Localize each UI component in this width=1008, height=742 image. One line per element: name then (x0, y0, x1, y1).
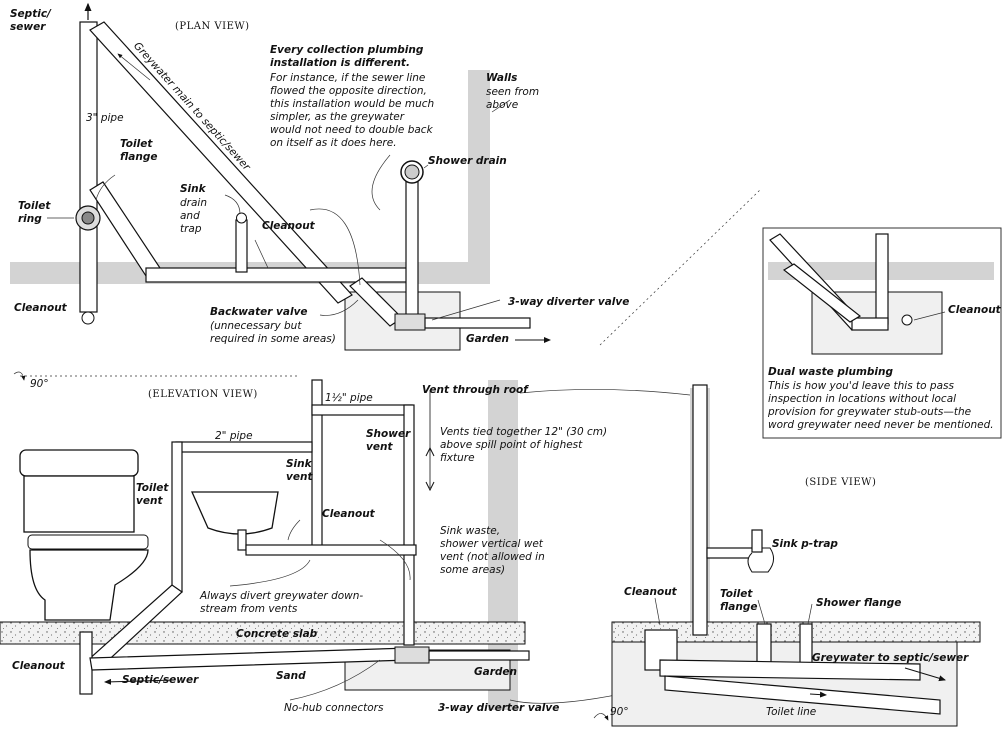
backwater-note: (unnecessary but required in some areas) (210, 320, 336, 345)
plan-cleanout-left-label: Cleanout (14, 302, 67, 314)
angle-label-left: 90° (30, 378, 49, 390)
plan-cleanout-label: Cleanout (262, 220, 315, 232)
plan-note-body: For instance, if the sewer line flowed t… (270, 72, 435, 149)
toilet-line (664, 675, 941, 715)
plan-view (10, 2, 551, 351)
always-divert-label: Always divert greywater down- stream fro… (200, 590, 364, 615)
plan-garden-outlet (424, 317, 531, 329)
plan-cleanout-cap (81, 311, 95, 325)
side-cleanout-label: Cleanout (624, 586, 677, 598)
greywater-line (659, 659, 921, 681)
side-toilet-flange-label: Toilet flange (720, 588, 758, 613)
toilet-vent-stack (171, 441, 183, 593)
elevation-cleanout-label: Cleanout (322, 508, 375, 520)
sink-vent-label: Sink vent (286, 458, 313, 483)
backwater-valve-label: Backwater valve (210, 306, 308, 318)
plan-main-pipe (79, 21, 98, 313)
elevation-sink (190, 491, 279, 535)
sink-ptrap-label: Sink p-trap (772, 538, 838, 550)
pipe-2in-label: 2" pipe (215, 430, 253, 442)
vents-tied-label: Vents tied together 12" (30 cm) above sp… (440, 426, 608, 464)
toilet-flange-label: Toilet flange (120, 138, 158, 163)
inset-title: Dual waste plumbing (768, 366, 894, 378)
angle-label-bottom: 90° (610, 706, 629, 718)
inset-riser (875, 233, 889, 325)
elevation-diverter-valve (394, 646, 430, 664)
plan-toilet-branch (89, 181, 161, 277)
side-vent-stack (692, 384, 708, 636)
plan-diverter-label: 3-way diverter valve (508, 296, 630, 308)
walls-label: Walls (486, 72, 518, 84)
shower-vent-label: Shower vent (366, 428, 411, 453)
plan-wall-vertical (468, 70, 490, 284)
septic-sewer-elev-label: Septic/sewer (122, 674, 199, 686)
plan-diverter-valve (394, 313, 426, 331)
plan-collector-pipe (145, 267, 417, 283)
plan-view-title: (PLAN VIEW) (175, 21, 250, 32)
vent-through-roof-label: Vent through roof (422, 384, 528, 396)
elevation-garden-label: Garden (474, 666, 517, 678)
pipe-2in (175, 441, 313, 453)
elevation-view (0, 379, 691, 710)
sink-drain-trap-label: drain and trap (180, 197, 207, 235)
sink-waste-label: Sink waste, shower vertical wet vent (no… (440, 525, 545, 576)
pipe-3in-label: 3" pipe (86, 112, 124, 124)
walls-sub-label: seen from above (486, 86, 540, 111)
shower-flange-label: Shower flange (816, 597, 902, 609)
inset-cleanout-label: Cleanout (948, 304, 1001, 316)
toilet-ring-label: Toilet ring (18, 200, 51, 225)
no-hub-label: No-hub connectors (284, 702, 384, 714)
inset-body: This is how you'd leave this to pass ins… (768, 380, 994, 431)
side-view (611, 384, 981, 727)
inset-elbow (851, 317, 889, 331)
sink-label: Sink (180, 183, 206, 195)
plan-greywater-main (89, 21, 353, 304)
plan-garden-label: Garden (466, 333, 509, 345)
toilet-line-label: Toilet line (766, 706, 817, 718)
elevation-cleanout (79, 631, 93, 695)
garden-outlet (428, 650, 530, 661)
shower-drain-label: Shower drain (428, 155, 507, 167)
concrete-slab-label: Concrete slab (236, 628, 318, 640)
plan-sink-drain (235, 219, 248, 273)
elevation-view-title: (ELEVATION VIEW) (148, 389, 258, 400)
shower-vent-stack (403, 404, 415, 646)
septic-sewer-label: Septic/ sewer (10, 8, 51, 33)
greywater-septic-label: Greywater to septic/sewer (812, 652, 969, 664)
toilet (19, 449, 149, 621)
inset-dual-waste (762, 227, 1002, 439)
elevation-cleanout-left-label: Cleanout (12, 660, 65, 672)
sink-waste-line (245, 544, 417, 556)
side-view-title: (SIDE VIEW) (805, 477, 877, 488)
side-toilet-flange (756, 623, 772, 665)
plan-note-title: Every collection plumbing installation i… (270, 44, 424, 69)
sand-label: Sand (276, 670, 306, 682)
plan-shower-riser (405, 179, 419, 321)
elevation-diverter-label: 3-way diverter valve (438, 702, 560, 714)
pipe-1-5in-label: 1½" pipe (325, 392, 373, 404)
toilet-vent-label: Toilet vent (136, 482, 169, 507)
